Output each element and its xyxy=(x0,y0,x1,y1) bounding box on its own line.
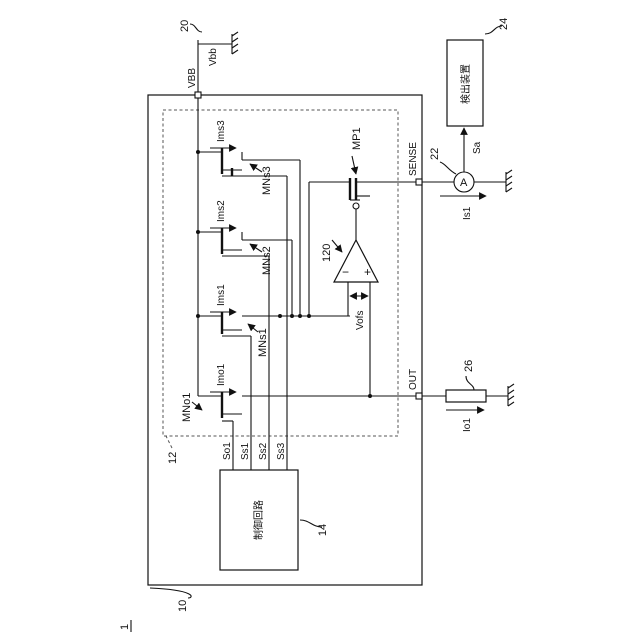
label-mns3: MNs3 xyxy=(261,166,273,195)
pin-label-ss1: Ss1 xyxy=(240,442,251,460)
vbb-label: VBB xyxy=(187,68,198,88)
junction-vbb-mns1 xyxy=(196,314,200,318)
block-ref-leader xyxy=(166,436,172,448)
label-mno1: MNo1 xyxy=(181,393,193,422)
junction-vbb-mns3 xyxy=(196,150,200,154)
transistor-mno1 xyxy=(198,392,418,421)
junction-out-opamp xyxy=(368,394,372,398)
device-box xyxy=(148,95,422,585)
label-io1: Io1 xyxy=(462,418,473,432)
load-ref-leader xyxy=(466,376,474,390)
label-imo1: Imo1 xyxy=(216,363,227,386)
transistor-mns2 xyxy=(198,228,292,256)
supply-ground-icon xyxy=(232,32,238,54)
out-terminal xyxy=(416,393,422,399)
block-ref: 12 xyxy=(167,452,179,464)
detector-ref: 24 xyxy=(498,18,510,30)
device-ref-leader xyxy=(150,588,191,598)
out-label: OUT xyxy=(408,369,419,390)
opamp-plus: + xyxy=(364,265,371,279)
label-is1: Is1 xyxy=(462,206,473,220)
detector-label: 検出装置 xyxy=(459,64,472,104)
opamp-120 xyxy=(334,240,378,282)
ammeter-ref-leader xyxy=(440,162,456,174)
ammeter-ground-icon xyxy=(506,170,512,192)
opamp-minus: − xyxy=(342,265,349,279)
sense-label: SENSE xyxy=(408,142,419,176)
leader-mno1 xyxy=(192,402,202,410)
label-mp1: MP1 xyxy=(351,127,363,150)
supply-label: Vbb xyxy=(208,48,219,66)
label-mns1: MNs1 xyxy=(257,328,269,357)
control-circuit-ref: 14 xyxy=(317,524,329,536)
supply-ref-leader xyxy=(190,24,202,32)
transistor-mns3 xyxy=(198,148,300,176)
ammeter-ref: 22 xyxy=(429,148,441,160)
figure-ref: 1 xyxy=(119,624,131,630)
junction-sense-3 xyxy=(298,314,302,318)
leader-mns1 xyxy=(248,324,258,332)
pin-label-ss3: Ss3 xyxy=(276,442,287,460)
junction-sense-1 xyxy=(278,314,282,318)
label-ims1: Ims1 xyxy=(216,284,227,306)
leader-opamp xyxy=(332,240,342,252)
vbb-terminal xyxy=(195,92,201,98)
load-26 xyxy=(446,390,486,402)
label-mns2: MNs2 xyxy=(261,246,273,275)
load-ground-icon xyxy=(508,384,514,406)
device-ref: 10 xyxy=(177,600,189,612)
sense-terminal xyxy=(416,179,422,185)
ammeter-symbol: A xyxy=(460,177,468,189)
junction-sense-2 xyxy=(290,314,294,318)
pin-label-so1: So1 xyxy=(222,442,233,460)
label-ims2: Ims2 xyxy=(216,200,227,222)
load-ref: 26 xyxy=(463,360,475,372)
pin-label-ss2: Ss2 xyxy=(258,442,269,460)
control-circuit-label: 制御回路 xyxy=(252,500,265,540)
opamp-ref: 120 xyxy=(321,244,333,262)
label-ims3: Ims3 xyxy=(216,120,227,142)
label-vofs: Vofs xyxy=(355,311,366,330)
junction-vbb-mns2 xyxy=(196,230,200,234)
label-sa: Sa xyxy=(472,141,483,154)
leader-mp1 xyxy=(352,156,356,174)
supply-ref: 20 xyxy=(179,20,191,32)
